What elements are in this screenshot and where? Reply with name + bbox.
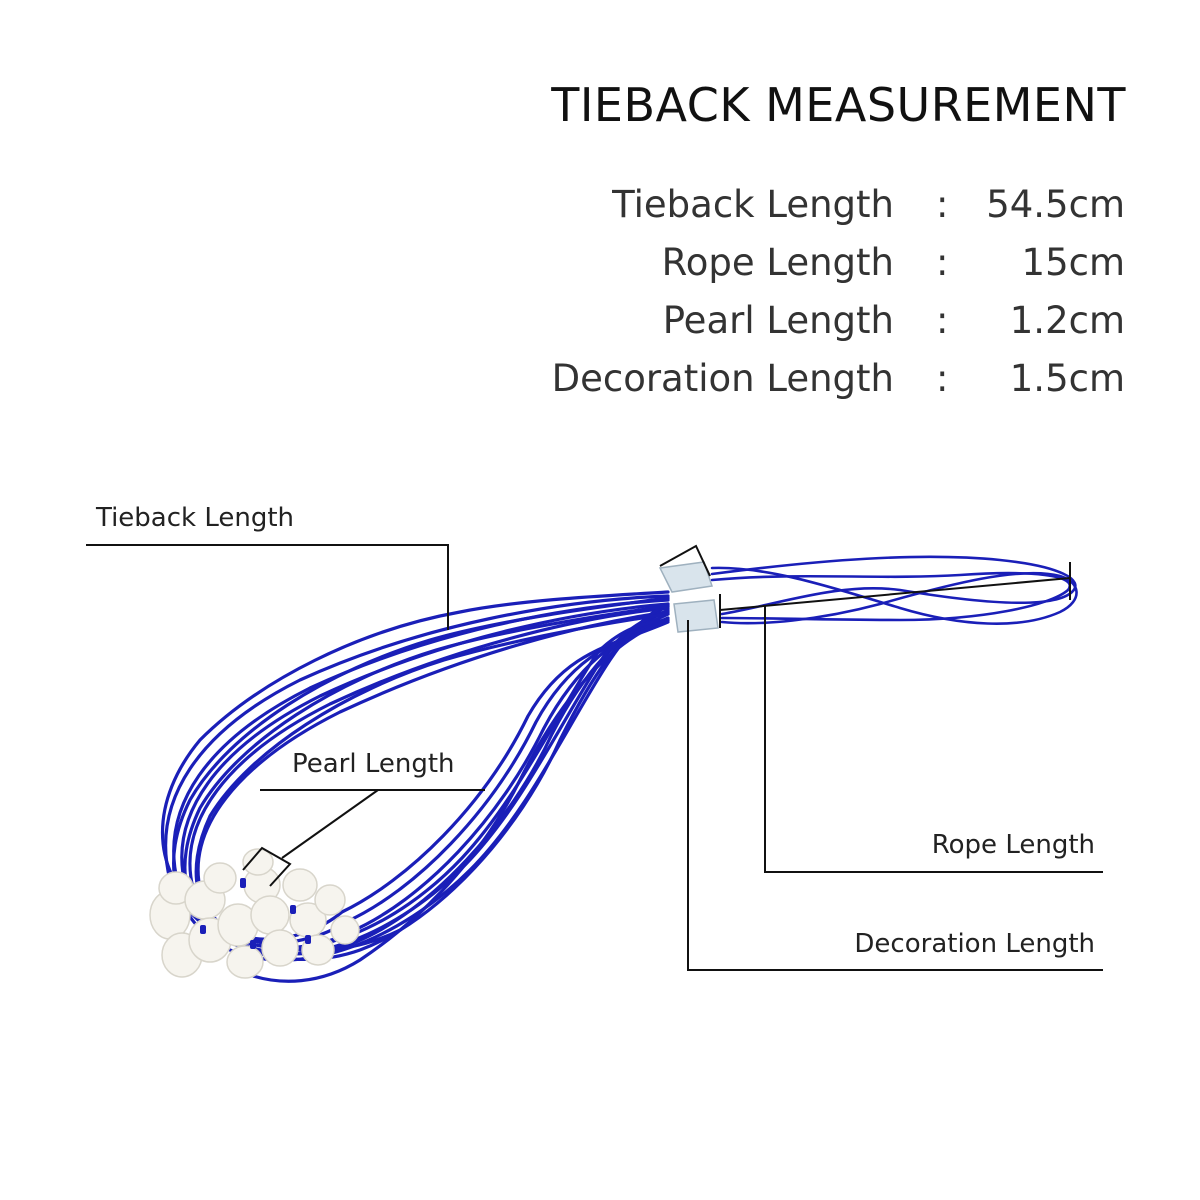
callout-lines (86, 544, 1103, 971)
callout-pearl-length: Pearl Length (292, 749, 455, 779)
tieback-length-leader (86, 544, 449, 630)
spec-row-tieback-length: Tieback Length : 54.5cm (0, 183, 1200, 241)
pearl (226, 945, 264, 979)
spec-value: 15cm (1021, 241, 1125, 284)
decoration-length-bracket (659, 544, 711, 577)
decoration-clip (658, 561, 713, 593)
bead-spacer (240, 878, 246, 888)
spec-value: 54.5cm (986, 183, 1125, 226)
spec-row-decoration-length: Decoration Length : 1.5cm (0, 357, 1200, 415)
callout-tieback-length: Tieback Length (96, 503, 295, 533)
spec-separator: : (936, 241, 949, 284)
pearl-length-pointer (281, 789, 379, 859)
decoration-clips (658, 561, 719, 633)
spec-row-rope-length: Rope Length : 15cm (0, 241, 1200, 299)
bead-spacer (305, 935, 311, 944)
spec-value: 1.2cm (1009, 299, 1125, 342)
spec-separator: : (936, 357, 949, 400)
decoration-length-leader (687, 620, 1103, 971)
pearl-length-bracket (242, 846, 292, 887)
bead-spacer (200, 925, 206, 934)
spec-separator: : (936, 183, 949, 226)
bead-spacer (250, 940, 256, 949)
pearl (250, 895, 290, 935)
pearl (203, 862, 237, 894)
pearl (242, 848, 274, 876)
rope-strand (161, 590, 670, 953)
spec-label: Rope Length (661, 241, 894, 284)
pearl-cluster (149, 848, 360, 979)
bead-spacer (290, 905, 296, 914)
spec-label: Decoration Length (551, 357, 894, 400)
rope-length-measure (719, 577, 1071, 611)
pearl (261, 929, 299, 967)
diagram-title: TIEBACK MEASUREMENT (551, 78, 1126, 132)
rope-length-leader (764, 605, 1103, 873)
rope-loop (710, 555, 1078, 625)
rope-loop-strand (710, 555, 1077, 616)
spec-separator: : (936, 299, 949, 342)
spec-value: 1.5cm (1009, 357, 1125, 400)
decoration-clip (673, 599, 719, 633)
pearl (282, 868, 318, 902)
spec-row-pearl-length: Pearl Length : 1.2cm (0, 299, 1200, 357)
callout-rope-length: Rope Length (931, 830, 1095, 860)
pearl (314, 884, 346, 916)
spec-label: Tieback Length (612, 183, 894, 226)
rope-strand (248, 618, 670, 983)
pearl (330, 915, 360, 945)
spec-label: Pearl Length (662, 299, 894, 342)
callout-decoration-length: Decoration Length (854, 929, 1095, 959)
rope-loop-strand (710, 571, 1072, 622)
pearl-spacers (200, 878, 311, 949)
